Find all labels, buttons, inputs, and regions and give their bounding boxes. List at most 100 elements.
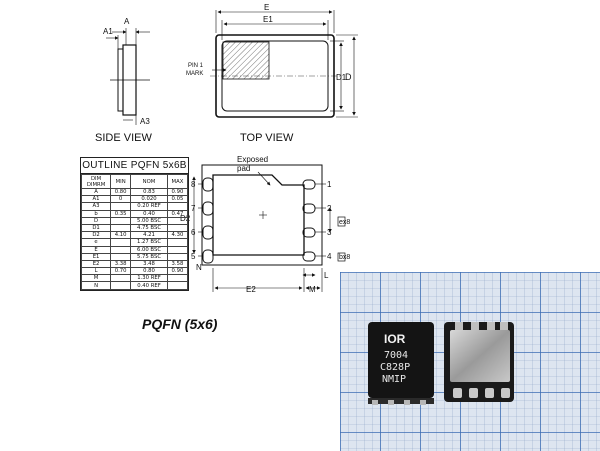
dim-e1-top: E1 — [263, 15, 273, 24]
pin-8: 8 — [191, 180, 196, 189]
cell-nom: 5.00 BSC — [130, 216, 168, 225]
header-nom: NOM — [130, 174, 168, 189]
table-row: N 0.40 REF — [80, 281, 189, 290]
cell-min: 0.35 — [110, 209, 132, 218]
cell-max — [166, 202, 189, 211]
cell-dim: D1 — [80, 223, 112, 233]
dim-bx8: bx8 — [339, 254, 350, 261]
cell-min: 0.80 — [110, 187, 132, 197]
pin-5: 5 — [191, 252, 196, 261]
cell-max: 4.30 — [166, 231, 189, 240]
pin-3: 3 — [327, 228, 332, 237]
cell-dim: N — [80, 281, 112, 290]
table-row: A3 0.20 REF — [80, 202, 189, 211]
cell-max — [166, 274, 189, 283]
dim-a1: A1 — [103, 27, 113, 36]
header-min: MIN — [110, 174, 132, 189]
cell-min — [110, 216, 132, 225]
pin1-label: PIN 1 — [188, 63, 204, 69]
cell-min — [110, 245, 132, 254]
cell-max — [166, 223, 189, 233]
package-caption: PQFN (5x6) — [142, 316, 218, 332]
cell-nom: 0.020 — [130, 195, 168, 204]
header-dim-label: DIM — [90, 175, 102, 182]
cell-nom: 0.40 — [130, 209, 168, 218]
cell-min — [110, 252, 132, 261]
dim-n: N — [196, 263, 202, 272]
cell-dim: E1 — [80, 252, 112, 261]
dim-a3: A3 — [140, 117, 150, 126]
cell-min — [110, 238, 132, 247]
bottom-view — [192, 164, 346, 292]
dim-e-top: E — [264, 3, 269, 12]
header-dim: DIM DIMRM — [80, 174, 112, 189]
header-max: MAX — [166, 174, 189, 189]
cell-nom: 0.40 REF — [130, 281, 168, 290]
dim-d1: D1 — [336, 73, 347, 82]
exposed-pad-label-2: pad — [237, 164, 250, 173]
cell-min: 0 — [110, 195, 132, 204]
cell-min — [110, 202, 132, 211]
cell-dim: L — [80, 267, 112, 276]
dim-l: L — [324, 271, 329, 280]
cell-nom: 1.30 REF — [130, 274, 168, 283]
side-view-title: SIDE VIEW — [95, 132, 152, 144]
dim-m: M — [309, 285, 316, 294]
side-view — [106, 28, 150, 125]
cell-max — [166, 245, 189, 254]
cell-max: 0.90 — [166, 187, 189, 197]
cell-nom: 5.75 BSC — [130, 252, 168, 261]
cell-dim: A3 — [80, 202, 112, 211]
table-row: E1 5.75 BSC — [80, 252, 189, 261]
table-row: M 1.30 REF — [80, 274, 189, 283]
cell-min — [110, 274, 132, 283]
cell-dim: M — [80, 274, 112, 283]
table-row: D1 4.75 BSC — [80, 223, 189, 233]
dim-ex8: ex8 — [339, 219, 350, 226]
chip-text-2: C828P — [380, 362, 410, 373]
cell-nom: 0.83 — [130, 187, 168, 197]
cell-min — [110, 223, 132, 233]
cell-dim: A1 — [80, 195, 112, 204]
cell-nom: 1.27 BSC — [130, 238, 168, 247]
cell-dim: E — [80, 245, 112, 254]
table-row: D 5.00 BSC — [80, 216, 189, 225]
chip-text-1: 7004 — [384, 350, 408, 361]
cell-dim: D2 — [80, 231, 112, 240]
dim-a: A — [124, 17, 130, 26]
top-view-title: TOP VIEW — [240, 132, 294, 144]
cell-nom: 0.80 — [130, 267, 168, 276]
cell-max — [166, 238, 189, 247]
cell-min: 4.10 — [110, 231, 132, 240]
cell-max: 3.58 — [166, 259, 189, 269]
cell-dim: e — [80, 238, 112, 247]
table-title: OUTLINE PQFN 5x6B — [81, 158, 188, 174]
cell-dim: E2 — [80, 259, 112, 269]
chip-photo: IOR 7004 C828P NMIP — [340, 272, 600, 451]
chip-bottom-side — [444, 322, 514, 402]
pin-6: 6 — [191, 228, 196, 237]
cell-dim: A — [80, 187, 112, 197]
dim-e2: E2 — [246, 285, 256, 294]
cell-max: 0.05 — [166, 195, 189, 204]
cell-max — [166, 216, 189, 225]
mark-label: MARK — [186, 71, 203, 77]
cell-min: 3.38 — [110, 259, 132, 269]
cell-max — [166, 281, 189, 290]
cell-nom: 0.20 REF — [130, 202, 168, 211]
pin-1: 1 — [327, 180, 332, 189]
pin-4: 4 — [327, 252, 332, 261]
cell-dim: D — [80, 216, 112, 225]
cell-nom: 4.75 BSC — [130, 223, 168, 233]
cell-max: 0.47 — [166, 209, 189, 218]
